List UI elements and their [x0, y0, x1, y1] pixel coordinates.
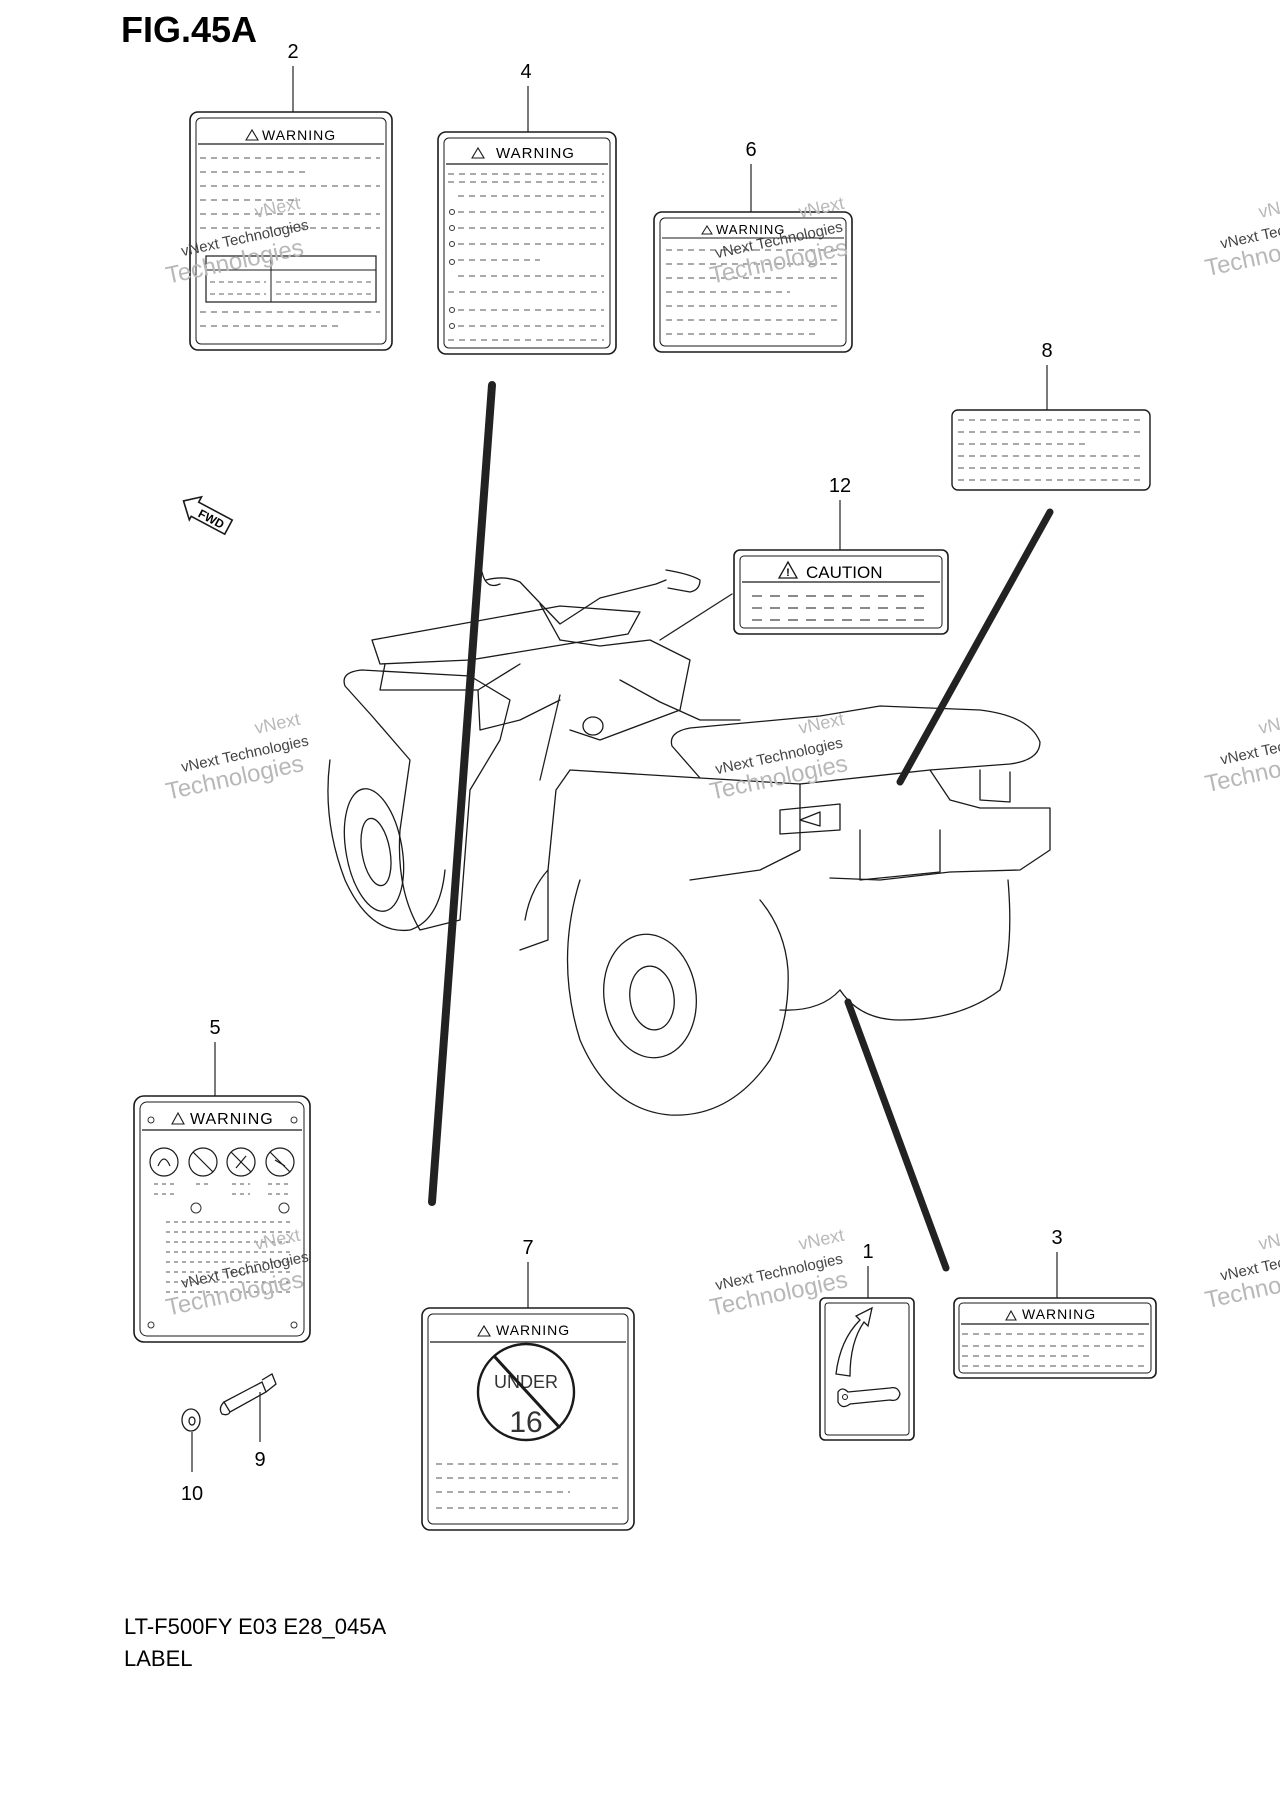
- leader-label-3: [844, 998, 950, 1272]
- atv-outline: [327, 569, 1051, 1116]
- label-5-warning: 5 WARNING: [133, 1017, 311, 1343]
- svg-text:vNext: vNext: [797, 709, 846, 738]
- callout-12: 12: [829, 475, 851, 497]
- callout-2: 2: [287, 41, 298, 63]
- pictogram-no-passenger-icon: [188, 1147, 218, 1177]
- leader-lines: [428, 381, 1054, 1272]
- under16-bottom-text: 16: [509, 1406, 542, 1439]
- shift-arrow-icon: [835, 1306, 873, 1377]
- label-8-plain: 8: [951, 340, 1151, 491]
- watermark-5: vNext vNext Technologies Technologies: [163, 1225, 310, 1322]
- svg-text:vNext: vNext: [253, 193, 302, 222]
- leader-label-8: [896, 508, 1054, 786]
- svg-text:!: !: [786, 567, 790, 579]
- callout-5: 5: [209, 1017, 220, 1039]
- callout-10: 10: [181, 1483, 203, 1505]
- svg-text:vNext: vNext: [253, 709, 302, 738]
- label-12-heading: CAUTION: [806, 563, 883, 582]
- watermark-4: vNext vNext Technologies Technologies: [707, 709, 850, 806]
- watermark-6: vNext vNext Technologies Technologies: [707, 1225, 850, 1322]
- callout-7: 7: [522, 1237, 533, 1259]
- fwd-label: FWD: [196, 506, 227, 531]
- warning-triangle-icon: [477, 1324, 491, 1337]
- watermarks: vNext vNext Technologies Technologies vN…: [163, 193, 1280, 1322]
- figure-title: FIG.45A: [121, 9, 257, 50]
- warning-triangle-icon: [245, 128, 259, 141]
- leader-thin-front: [539, 694, 561, 781]
- watermark-7-edge: vNext vNext Technologies Technologies: [1203, 193, 1280, 282]
- callout-1: 1: [862, 1241, 873, 1263]
- section-name: LABEL: [124, 1646, 193, 1671]
- svg-text:vNext: vNext: [1257, 193, 1280, 222]
- pictogram-helmet-icon: [149, 1147, 179, 1177]
- svg-text:vNext: vNext: [1257, 709, 1280, 738]
- warning-triangle-icon: [701, 225, 713, 235]
- label-12-caution: 12 ! CAUTION: [733, 475, 949, 635]
- forward-arrow-icon: [182, 495, 234, 536]
- label-6-heading: WARNING: [716, 222, 785, 237]
- callout-8: 8: [1041, 340, 1052, 362]
- label-6-warning: 6 WARNING: [653, 139, 853, 353]
- watermark-8-edge: vNext vNext Technologies Technologies: [1203, 709, 1280, 798]
- label-3-warning: 3 WARNING: [953, 1227, 1157, 1379]
- fwd-direction-marker: FWD: [182, 495, 234, 536]
- warning-triangle-icon: [171, 1111, 185, 1125]
- svg-text:vNext: vNext: [253, 1225, 302, 1254]
- warning-triangle-icon: [1005, 1309, 1017, 1321]
- callout-3: 3: [1051, 1227, 1062, 1249]
- callout-6: 6: [745, 139, 756, 161]
- label-7-heading: WARNING: [496, 1322, 570, 1338]
- leader-label-4: [428, 381, 496, 1206]
- label-2-heading: WARNING: [262, 127, 336, 143]
- watermark-1: vNext vNext Technologies Technologies: [163, 193, 310, 290]
- callout-4: 4: [520, 61, 531, 83]
- leader-label-12: [659, 593, 733, 641]
- label-7-warning-under16: 7 WARNING UNDER 16: [421, 1237, 635, 1531]
- warning-triangle-icon: [471, 146, 485, 159]
- model-code: LT-F500FY E03 E28_045A: [124, 1614, 386, 1639]
- under16-top-text: UNDER: [494, 1372, 558, 1392]
- callout-9: 9: [254, 1449, 265, 1471]
- no-under-16-icon: UNDER 16: [476, 1342, 576, 1442]
- svg-text:vNext: vNext: [797, 1225, 846, 1254]
- label-1-shift: 1: [819, 1241, 915, 1441]
- shift-lever-icon: [837, 1386, 901, 1408]
- caution-triangle-icon: [777, 560, 799, 579]
- item-9-rivet: 9: [219, 1373, 277, 1471]
- label-2-warning: 2 WARNING: [189, 41, 393, 351]
- pictogram-no-alcohol-icon: [265, 1147, 295, 1177]
- label-3-heading: WARNING: [1022, 1306, 1096, 1322]
- label-4-warning: 4 WARNING: [437, 61, 617, 355]
- pictogram-no-paved-icon: [226, 1147, 256, 1177]
- label-4-heading: WARNING: [496, 145, 575, 162]
- svg-text:vNext: vNext: [1257, 1225, 1280, 1254]
- label-5-heading: WARNING: [190, 1111, 274, 1128]
- item-10-washer: 10: [181, 1408, 203, 1505]
- watermark-9-edge: vNext vNext Technologies Technologies: [1203, 1225, 1280, 1314]
- watermark-3: vNext vNext Technologies Technologies: [163, 709, 310, 806]
- watermark-2: vNext vNext Technologies Technologies: [707, 193, 850, 290]
